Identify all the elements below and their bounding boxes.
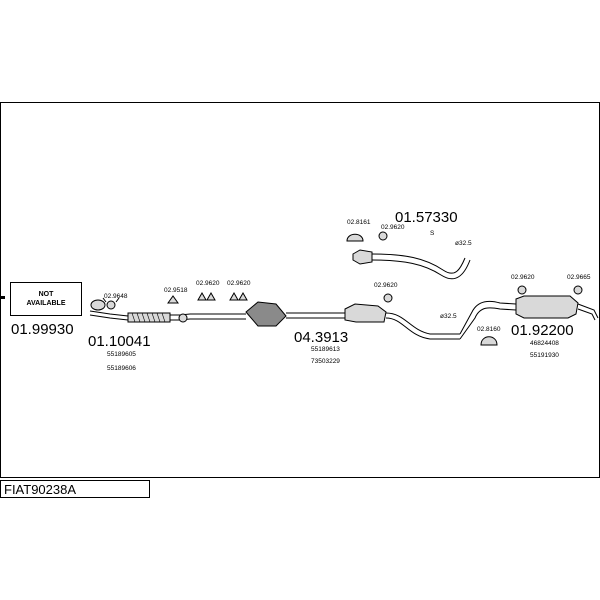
front-pipe-oem-1: 55189605 <box>107 351 136 358</box>
middle-diameter: ø32.5 <box>440 313 457 320</box>
middle-pipe <box>385 312 460 335</box>
front-pipe-oem-2: 55189606 <box>107 365 136 372</box>
diagram-frame <box>0 102 600 478</box>
manifold-number: 01.99930 <box>11 321 74 338</box>
rear-mount-number-1: 02.8160 <box>477 326 501 333</box>
clamp-icon <box>102 297 120 310</box>
not-available-line1: NOT <box>39 291 55 298</box>
pointer-mark <box>1 296 5 299</box>
rear-box-number: 01.92200 <box>511 322 574 339</box>
rear-box-oem-1: 46824408 <box>530 340 559 347</box>
mount-number-1: 02.9518 <box>164 287 188 294</box>
alt-mount-number-1: 02.8161 <box>347 219 371 226</box>
alt-middle-diameter: ø32.5 <box>455 240 472 247</box>
code-label-box <box>0 480 150 498</box>
mount-number-4: 02.9620 <box>374 282 398 289</box>
alt-middle-note: S <box>430 230 435 237</box>
alt-middle-number: 01.57330 <box>395 209 458 226</box>
alt-middle-section <box>346 231 471 280</box>
diagram-code: FIAT90238A <box>4 482 76 497</box>
not-available-line2: AVAILABLE <box>26 300 65 307</box>
catalyst-number: 04.3913 <box>294 329 348 346</box>
catalyst-oem-1: 55189613 <box>311 346 340 353</box>
rear-box-oem-2: 55191930 <box>530 352 559 359</box>
mount-number-2: 02.9620 <box>196 280 220 287</box>
clamp-number: 02.9648 <box>104 293 128 300</box>
mount-icon <box>167 291 393 304</box>
alt-mount-number-2: 02.9620 <box>381 224 405 231</box>
rear-mount-number-2: 02.9620 <box>511 274 535 281</box>
rear-mount-number-3: 02.9665 <box>567 274 591 281</box>
catalyst-oem-2: 73503229 <box>311 358 340 365</box>
front-pipe <box>89 299 171 323</box>
mount-number-3: 02.9620 <box>227 280 251 287</box>
front-pipe-number: 01.10041 <box>88 333 151 350</box>
not-available-box: NOT AVAILABLE <box>10 282 82 316</box>
catalyst-assembly <box>170 301 387 327</box>
rear-silencer <box>459 285 599 346</box>
